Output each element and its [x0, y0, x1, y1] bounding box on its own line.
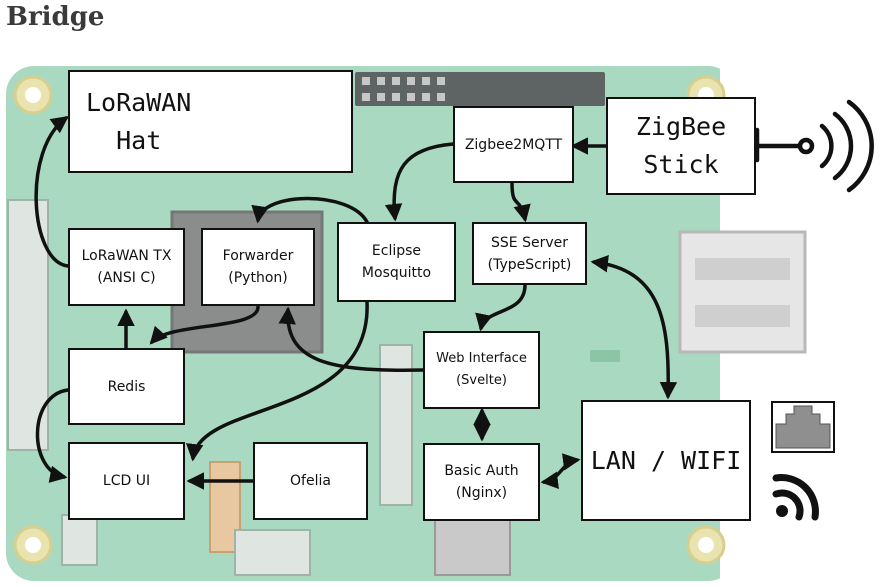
edge-web-to-forwarder	[278, 306, 425, 372]
edge-sse-lan	[590, 255, 678, 400]
edge-sse-to-web	[475, 283, 527, 332]
web-interface-box: Web Interface (Svelte)	[423, 331, 540, 409]
lcd-ui-box: LCD UI	[68, 442, 185, 520]
ethernet-port-icon	[771, 401, 835, 453]
ofelia-box: Ofelia	[253, 442, 368, 520]
sse-server-box: SSE Server (TypeScript)	[472, 222, 587, 285]
edge-mosquitto-to-lcd	[186, 300, 369, 462]
basic-auth-box: Basic Auth (Nginx)	[423, 443, 540, 521]
edge-mosquitto-to-forwarder	[251, 196, 369, 224]
lorawan-tx-box: LoRaWAN TX (ANSI C)	[68, 228, 185, 306]
mosquitto-box: Eclipse Mosquitto	[337, 222, 456, 302]
edge-zigbee2mqtt-to-sse	[510, 181, 531, 223]
edge-redis-to-lcd	[35, 388, 70, 483]
zigbee-stick-box: ZigBee Stick	[606, 97, 756, 195]
antenna-icon	[754, 99, 874, 193]
forwarder-box: Forwarder (Python)	[201, 228, 315, 306]
lorawan-hat-box: LoRaWAN Hat	[68, 70, 353, 173]
edge-lorawan-tx-to-hat	[34, 115, 70, 268]
edge-auth-lan	[540, 453, 581, 489]
lan-wifi-box: LAN / WIFI	[581, 400, 751, 521]
edge-forwarder-to-redis	[149, 305, 260, 345]
edge-zigbee2mqtt-to-mosquitto	[384, 142, 455, 222]
redis-box: Redis	[68, 348, 185, 425]
zigbee2mqtt-box: Zigbee2MQTT	[453, 106, 574, 183]
wifi-icon	[772, 474, 819, 521]
page-title: Bridge	[6, 2, 105, 32]
